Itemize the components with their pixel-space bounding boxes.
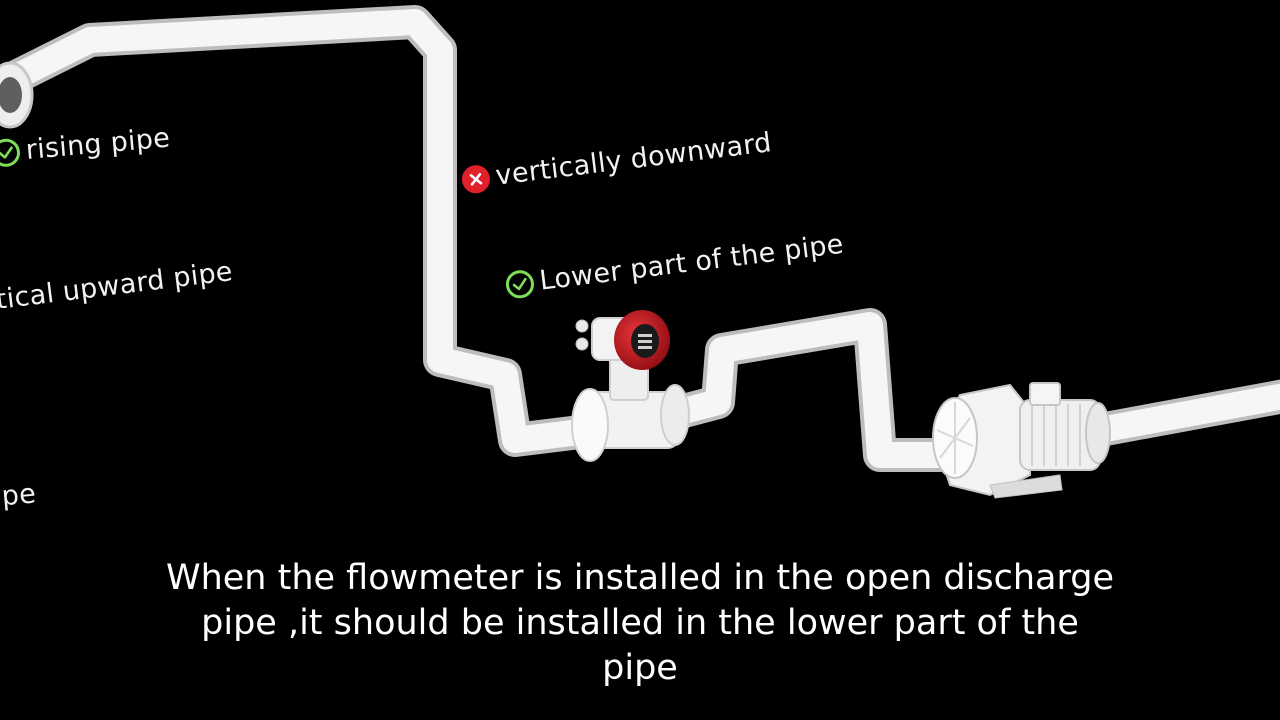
check-circle-icon bbox=[504, 268, 536, 300]
subtitle-line-3: pipe bbox=[602, 648, 678, 688]
label-lower-part: Lower part of the pipe bbox=[504, 229, 845, 301]
check-circle-icon bbox=[0, 137, 22, 168]
subtitle-line-2: pipe ,it should be installed in the lowe… bbox=[201, 603, 1079, 643]
pipe-line bbox=[0, 5, 1280, 472]
pump bbox=[932, 382, 1111, 499]
label-rising-pipe: rising pipe bbox=[0, 122, 171, 168]
subtitle-caption: When the flowmeter is installed in the o… bbox=[0, 556, 1280, 691]
subtitle-line-1: When the flowmeter is installed in the o… bbox=[165, 558, 1115, 598]
label-text: ipe bbox=[0, 478, 38, 513]
label-pipe-partial: ipe bbox=[0, 478, 37, 513]
label-vertically-downward: vertically downward bbox=[460, 127, 773, 196]
cross-circle-icon bbox=[460, 163, 492, 195]
flowmeter bbox=[571, 310, 690, 462]
